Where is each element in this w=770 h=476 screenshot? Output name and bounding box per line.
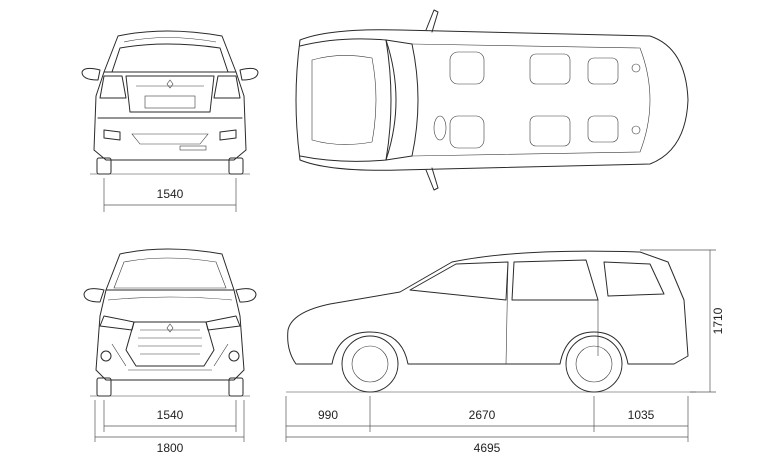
wheelbase-label: 2670 [469,408,496,422]
front-view [83,248,257,397]
side-view [286,250,696,393]
front-overhang-label: 990 [318,408,338,422]
rear-view [81,30,259,175]
dimension-lines [94,178,716,442]
rear-overhang-label: 1035 [628,408,655,422]
front-track-label: 1540 [157,408,184,422]
overall-height-label: 1710 [711,307,725,334]
overall-width-label: 1800 [157,441,184,455]
rear-track-label: 1540 [157,187,184,201]
overall-length-label: 4695 [474,441,501,455]
top-view [295,9,689,191]
